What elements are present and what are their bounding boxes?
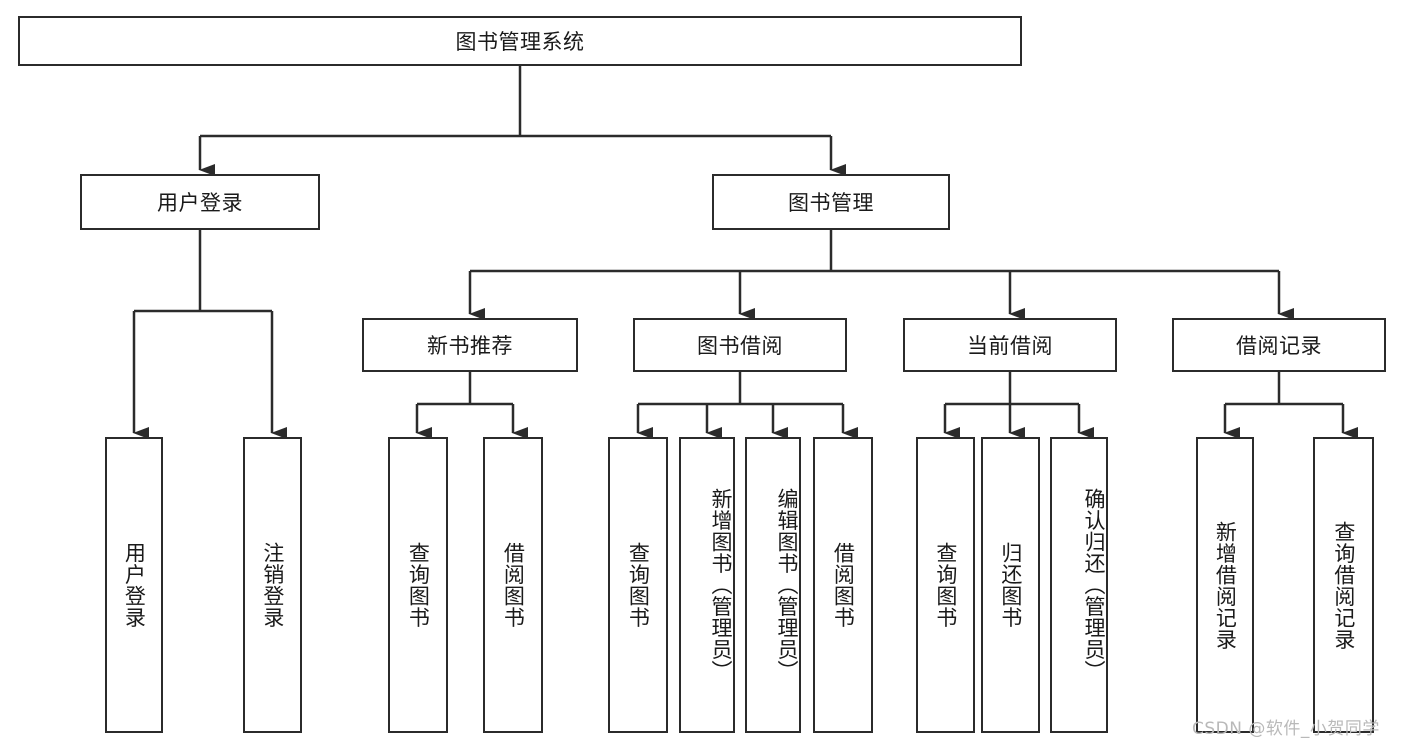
leaf-borrow-book[interactable]: 借阅图书 <box>813 437 873 733</box>
leaf-confirm-return-admin-label: 确认归还（管理员） <box>1082 488 1106 682</box>
leaf-return-book-label: 归还图书 <box>998 542 1023 628</box>
leaf-add-borrow-record-label: 新增借阅记录 <box>1213 520 1238 650</box>
leaf-user-login[interactable]: 用户登录 <box>105 437 163 733</box>
node-current-borrow[interactable]: 当前借阅 <box>903 318 1117 372</box>
leaf-query-book-current-label: 查询图书 <box>933 542 958 628</box>
node-book-management[interactable]: 图书管理 <box>712 174 950 230</box>
leaf-user-login-label: 用户登录 <box>122 542 147 628</box>
leaf-borrow-book-recommend[interactable]: 借阅图书 <box>483 437 543 733</box>
leaf-query-borrow-record[interactable]: 查询借阅记录 <box>1313 437 1374 733</box>
leaf-add-book-admin-label: 新增图书（管理员） <box>709 488 733 682</box>
leaf-add-borrow-record[interactable]: 新增借阅记录 <box>1196 437 1254 733</box>
node-new-book-recommend[interactable]: 新书推荐 <box>362 318 578 372</box>
node-book-borrow-label: 图书借阅 <box>697 334 783 358</box>
node-borrow-records[interactable]: 借阅记录 <box>1172 318 1386 372</box>
node-user-login[interactable]: 用户登录 <box>80 174 320 230</box>
leaf-edit-book-admin[interactable]: 编辑图书（管理员） <box>745 437 801 733</box>
node-user-login-label: 用户登录 <box>157 191 243 215</box>
node-root-label: 图书管理系统 <box>455 30 585 54</box>
leaf-query-book-recommend[interactable]: 查询图书 <box>388 437 448 733</box>
node-book-management-label: 图书管理 <box>788 191 874 215</box>
node-new-book-recommend-label: 新书推荐 <box>427 334 513 358</box>
leaf-return-book[interactable]: 归还图书 <box>981 437 1040 733</box>
node-current-borrow-label: 当前借阅 <box>967 334 1053 358</box>
leaf-query-book-current[interactable]: 查询图书 <box>916 437 975 733</box>
leaf-borrow-book-label: 借阅图书 <box>831 542 856 628</box>
leaf-query-book-recommend-label: 查询图书 <box>406 542 431 628</box>
leaf-query-borrow-record-label: 查询借阅记录 <box>1331 520 1356 650</box>
leaf-borrow-book-recommend-label: 借阅图书 <box>501 542 526 628</box>
leaf-edit-book-admin-label: 编辑图书（管理员） <box>775 488 799 682</box>
leaf-query-book-borrow-label: 查询图书 <box>626 542 651 628</box>
node-book-borrow[interactable]: 图书借阅 <box>633 318 847 372</box>
node-borrow-records-label: 借阅记录 <box>1236 334 1322 358</box>
leaf-add-book-admin[interactable]: 新增图书（管理员） <box>679 437 735 733</box>
leaf-logout-label: 注销登录 <box>260 542 285 628</box>
leaf-confirm-return-admin[interactable]: 确认归还（管理员） <box>1050 437 1108 733</box>
leaf-query-book-borrow[interactable]: 查询图书 <box>608 437 668 733</box>
leaf-logout[interactable]: 注销登录 <box>243 437 302 733</box>
node-root[interactable]: 图书管理系统 <box>18 16 1022 66</box>
